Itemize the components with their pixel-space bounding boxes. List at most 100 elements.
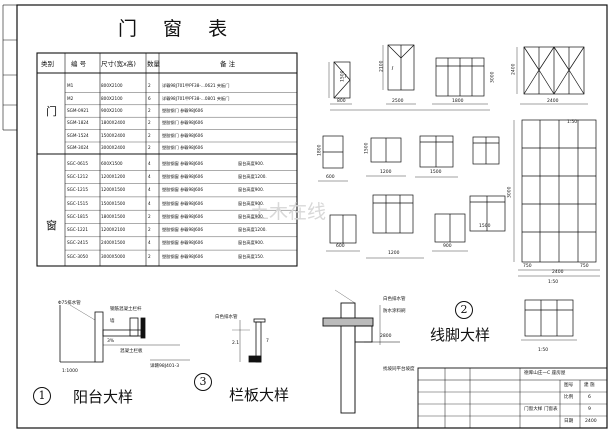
dim-label: 750 — [523, 264, 532, 269]
dim-label: 2100 — [379, 60, 385, 72]
table-cell: 塑胶钢窗 参赣98J606 — [162, 187, 204, 193]
table-cell: 塑胶钢门 参赣98J606 — [162, 132, 204, 138]
dim-label: 750 — [580, 264, 589, 269]
category-window: 窗 — [46, 219, 57, 232]
table-cell: 塑胶钢窗 参赣98J606 — [162, 227, 204, 233]
small-window-elevation — [521, 299, 577, 341]
table-cell: 1500X1500 — [101, 200, 126, 206]
table-cell: 4 — [148, 187, 151, 193]
scale-label: 1:50 — [538, 348, 549, 353]
table-cell: SGC-1515 — [67, 200, 88, 206]
table-cell: SGC-3050 — [67, 253, 88, 259]
col-header-code: 编 号 — [71, 60, 87, 68]
table-cell: 塑胶钢门 参赣98J606 — [162, 108, 204, 113]
dim-label: 1200 — [380, 170, 392, 175]
window-elevations — [318, 119, 600, 277]
table-cell: 塑胶钢窗 参赣98J606 — [162, 160, 204, 166]
scale-label: 1:50 — [548, 280, 559, 285]
table-cell: 600X1500 — [101, 160, 123, 166]
table-cell: 4 — [148, 173, 151, 179]
project-name: 德库山庄一C 座房屋 — [524, 371, 566, 376]
table-cell: 2 — [148, 253, 151, 259]
col-header-size: 尺寸(宽x高) — [101, 60, 136, 68]
table-cell: 2 — [148, 227, 151, 233]
table-cell: 4 — [148, 200, 151, 206]
dim-label: 1200 — [388, 251, 400, 256]
table-cell: SGC-2415 — [67, 240, 88, 246]
category-door: 门 — [46, 105, 57, 118]
table-cell: SGM-0921 — [67, 108, 89, 113]
table-cell: 3000X2400 — [101, 145, 126, 151]
table-cell: 800X2100 — [101, 83, 123, 89]
table-cell: SGM-1824 — [67, 120, 89, 126]
railing-detail-drawing — [232, 318, 266, 363]
baseboard-detail-title: 线脚大样 — [430, 326, 491, 344]
table-cell: 1800X2400 — [101, 120, 126, 126]
watermark: 土木在线 — [250, 201, 326, 223]
railing-detail-title: 栏板大样 — [229, 386, 290, 404]
table-cell: SGC-1215 — [67, 187, 88, 193]
table-cell: 2 — [148, 145, 151, 151]
railing-note: 2.1 — [232, 341, 240, 346]
baseboard-note: 白色排水管 — [383, 297, 406, 302]
table-cell: 详赣98J701甲PF38-...0621 夹板门 — [162, 83, 230, 89]
table-cell: 塑胶钢窗 参赣98J606 — [162, 213, 204, 219]
detail-number-1: 1 — [33, 387, 51, 405]
table-cell-sill: 窗台高度1200. — [238, 173, 267, 179]
tb-label: 比例 — [564, 395, 574, 400]
table-cell-sill: 窗台高度900. — [238, 187, 265, 193]
table-cell: 2 — [148, 132, 151, 138]
dim-label: 2400 — [552, 270, 564, 275]
table-cell-sill: 窗台高度900. — [238, 160, 265, 166]
table-cell: SGM-3024 — [67, 145, 89, 151]
table-cell: SGM-1524 — [67, 132, 89, 138]
table-cell: 塑胶钢门 参赣98J606 — [162, 145, 204, 151]
col-header-notes: 备 注 — [220, 60, 236, 68]
baseboard-detail-drawing — [322, 289, 400, 414]
table-cell: SGC-0615 — [67, 160, 88, 166]
dim-label: 800 — [337, 99, 346, 104]
tb-value: 6 — [588, 395, 591, 400]
title-block-grid — [417, 367, 608, 429]
dim-label: 2500 — [392, 99, 404, 104]
baseboard-note: 防水涂料刷 — [383, 309, 406, 314]
table-cell: 2 — [148, 108, 151, 113]
tb-value: 9 — [588, 407, 591, 412]
balcony-note: 3% — [107, 339, 115, 344]
dim-label: 600 — [336, 244, 345, 249]
table-cell: 塑胶钢窗 参赣98J606 — [162, 240, 204, 246]
table-cell: SGC-1221 — [67, 227, 88, 233]
table-cell: 2 — [148, 83, 151, 89]
dim-label: 3000 — [490, 71, 496, 83]
dim-label: 1800 — [317, 144, 323, 156]
dim-label: 1500 — [430, 170, 442, 175]
table-cell: 3000X5000 — [101, 253, 126, 259]
dim-label: 1500 — [479, 224, 491, 229]
door-elevations — [328, 44, 588, 111]
table-cell: 2400X1500 — [101, 240, 126, 246]
railing-note: 7 — [266, 339, 269, 344]
balcony-note: Φ75排水管 — [58, 301, 81, 306]
balcony-detail-title: 阳台大样 — [73, 388, 134, 406]
table-cell: 1200X2100 — [101, 227, 126, 233]
table-cell: SGC-1815 — [67, 213, 88, 219]
table-cell: 900X2100 — [101, 108, 123, 113]
table-cell: M2 — [67, 95, 74, 101]
tb-value: 2400 — [585, 419, 597, 424]
tb-value: 建 施 — [584, 383, 595, 388]
balcony-note: 墙 — [110, 319, 115, 324]
dim-label: 1500 — [364, 142, 370, 154]
table-cell: 详赣98J701甲PF38-...0801 夹板门 — [162, 95, 230, 101]
table-cell-sill: 窗台高度900. — [238, 240, 265, 246]
table-cell: 800X2100 — [101, 95, 123, 101]
col-header-qty: 数量 — [147, 60, 160, 68]
balcony-note: 钢筋混凝土栏杆 — [110, 307, 142, 312]
table-cell-sill: 窗台高度150. — [238, 253, 265, 259]
baseboard-note: 2800 — [380, 334, 392, 339]
table-cell: 2 — [148, 213, 151, 219]
balcony-note: 混凝土栏板 — [120, 349, 143, 354]
sheet-title: 门 窗 表 — [118, 18, 238, 40]
tb-label: 图号 — [564, 383, 574, 388]
drawing-name: 门窗大样 门窗表 — [524, 407, 558, 412]
